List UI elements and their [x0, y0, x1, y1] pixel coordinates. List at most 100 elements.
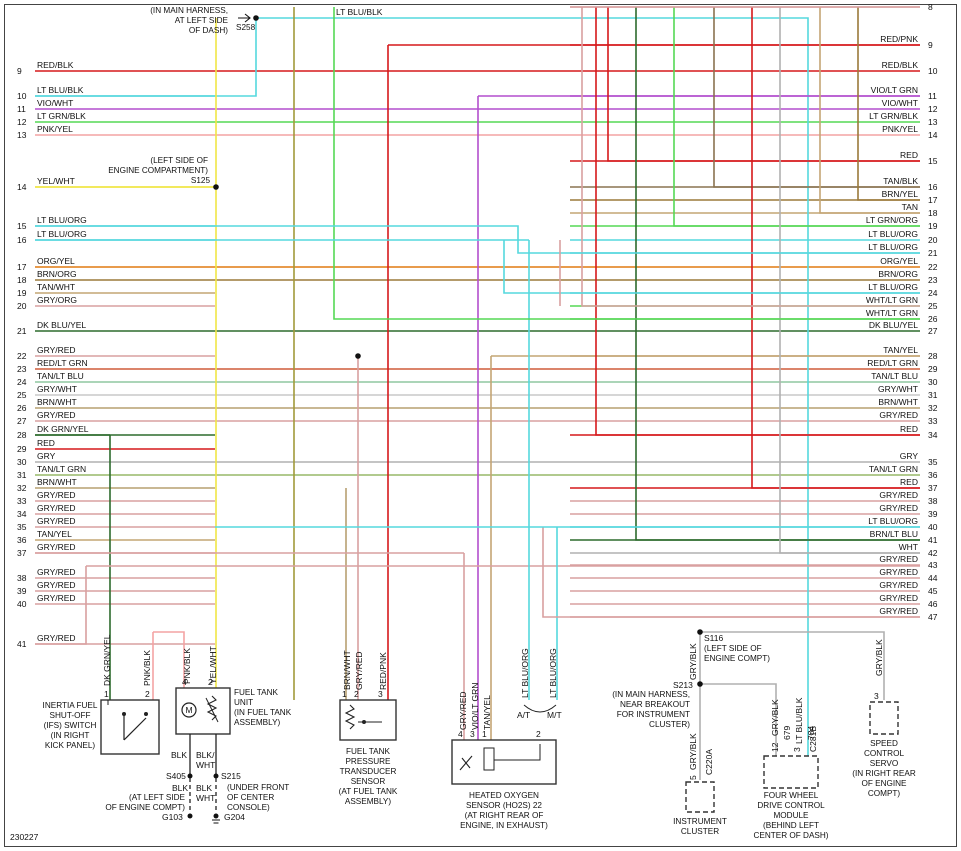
s213-note-3: FOR INSTRUMENT — [617, 710, 690, 719]
wire-left-label: RED/BLK — [37, 60, 74, 70]
wire-right-number: 38 — [928, 496, 938, 506]
wire-ltblu-blk-to-4wd — [256, 17, 809, 756]
ic-title-1: INSTRUMENT — [673, 817, 727, 826]
wire-left-number: 25 — [17, 390, 27, 400]
wire-left-label: GRY/WHT — [37, 384, 77, 394]
wire-right-label: VIO/WHT — [882, 98, 918, 108]
right-section-group: S116 (LEFT SIDE OF ENGINE COMPT) GRY/BLK… — [612, 629, 916, 840]
s125-note-line-1: (LEFT SIDE OF — [150, 156, 208, 165]
fwd-title-4: (BEHIND LEFT — [763, 821, 819, 830]
wire-right-number: 25 — [928, 301, 938, 311]
ftp-title-1: FUEL TANK — [346, 747, 391, 756]
wire-right-label: RED/LT GRN — [867, 358, 918, 368]
fwd-circuit-784: 784 — [806, 726, 816, 740]
ho2s-pin-1: 1 — [482, 729, 487, 739]
s116-note-1: (LEFT SIDE OF — [704, 644, 762, 653]
wire-left-number: 18 — [17, 275, 27, 285]
diagram-frame — [4, 4, 957, 847]
wire-left-number: 35 — [17, 522, 27, 532]
ftp-title-2: PRESSURE — [345, 757, 391, 766]
s116-label: S116 — [704, 633, 723, 643]
wire-right-number: 31 — [928, 390, 938, 400]
wire-right-number: 22 — [928, 262, 938, 272]
gryblk-wire-s213-fwd — [700, 683, 777, 756]
blk-note-3: OF ENGINE COMPT) — [105, 803, 185, 812]
ho2s-title-3: (AT RIGHT REAR OF — [465, 811, 544, 820]
splice-s116-dot — [697, 629, 703, 635]
s258-note-line-3: OF DASH) — [189, 26, 228, 35]
wire-left-label: DK GRN/YEL — [37, 424, 89, 434]
wire-right-number: 46 — [928, 599, 938, 609]
wire-left-number: 34 — [17, 509, 27, 519]
ftu-title-1: FUEL TANK — [234, 688, 279, 697]
wire-right-number: 23 — [928, 275, 938, 285]
ftu-wire-label-1: PNK/BLK — [182, 648, 192, 684]
ftu-wire-label-2: YEL/WHT — [208, 646, 218, 684]
s213-label: S213 — [673, 680, 693, 690]
wire-left-number: 19 — [17, 288, 27, 298]
wire-left-label: ORG/YEL — [37, 256, 75, 266]
wire-left-number: 24 — [17, 377, 27, 387]
wire-left-label: YEL/WHT — [37, 176, 75, 186]
ifs-title-3: (IFS) SWITCH — [44, 721, 97, 730]
wire-right-label: GRY/RED — [879, 580, 918, 590]
wire-left-label: LT GRN/BLK — [37, 111, 86, 121]
wire-right-label: BRN/YEL — [882, 189, 919, 199]
wire-tan-blk-16 — [713, 7, 920, 188]
wire-left-number: 21 — [17, 326, 27, 336]
ftu-title-2: UNIT — [234, 698, 253, 707]
ground-g204-dot — [213, 813, 219, 819]
wire-right-number: 11 — [928, 91, 937, 101]
wire-brn-ltblu-41 — [635, 7, 920, 541]
ho2s-pin-4: 4 — [458, 729, 463, 739]
scs-title-5: OF ENGINE — [861, 779, 907, 788]
wire-right-label: TAN — [902, 202, 918, 212]
wire-right-number: 26 — [928, 314, 938, 324]
splice-s125-label: S125 — [191, 176, 211, 185]
ground-g103-dot — [187, 813, 193, 819]
wire-wht-ltgrn-26 — [333, 7, 920, 320]
wire-right-number: 13 — [928, 117, 938, 127]
ftp-sensor-group: 1 2 3 BRN/WHT GRY/RED RED/PNK FUEL TANK … — [339, 650, 398, 806]
ftp-pin-1: 1 — [342, 689, 347, 699]
ho2s-title-4: ENGINE, IN EXHAUST) — [460, 821, 548, 830]
ftp-title-6: ASSEMBLY) — [345, 797, 392, 806]
wire-right-label: DK BLU/YEL — [869, 320, 918, 330]
wire-ltblu-org-24 — [503, 240, 920, 294]
wire-left-label: GRY/RED — [37, 542, 76, 552]
ftp-title-3: TRANSDUCER — [340, 767, 397, 776]
wire-left-label: RED/LT GRN — [37, 358, 88, 368]
wire-ltgrn-org-19 — [673, 7, 920, 227]
wire-tan-18 — [819, 7, 920, 214]
wire-left-label: GRY/RED — [37, 490, 76, 500]
wire-right-number: 35 — [928, 457, 938, 467]
wire-right-number: 32 — [928, 403, 938, 413]
scs-title-4: (IN RIGHT REAR — [852, 769, 916, 778]
wire-right-label: BRN/LT BLU — [870, 529, 918, 539]
s213-note-2: NEAR BREAKOUT — [620, 700, 690, 709]
wire-left-number: 32 — [17, 483, 27, 493]
g103-label: G103 — [162, 812, 183, 822]
wire-right-label: GRY/WHT — [878, 384, 918, 394]
wire-left-number: 31 — [17, 470, 27, 480]
wire-right-number: 42 — [928, 548, 938, 558]
wire-right-label: RED/BLK — [882, 60, 919, 70]
wire-red-37 — [751, 7, 920, 489]
wire-gry-red-41 — [35, 566, 87, 645]
scs-title-3: SERVO — [870, 759, 899, 768]
wire-red-15 — [607, 7, 920, 162]
wire-pnk-blk — [153, 631, 185, 688]
wire-left-number: 14 — [17, 182, 27, 192]
ftu-ground-blkwht-1: BLK/ — [196, 750, 215, 760]
wire-right-number: 27 — [928, 326, 938, 336]
s125-note: (LEFT SIDE OF ENGINE COMPARTMENT) S125 — [108, 156, 210, 185]
wire-right-label: LT BLU/ORG — [868, 516, 918, 526]
ftu-title-4: ASSEMBLY) — [234, 718, 281, 727]
wire-left-label: TAN/WHT — [37, 282, 75, 292]
wire-left-number: 22 — [17, 351, 27, 361]
blkwht-note-2: WHT — [196, 793, 215, 803]
ifs-title-5: KICK PANEL) — [45, 741, 96, 750]
wire-right-label: RED — [900, 150, 918, 160]
